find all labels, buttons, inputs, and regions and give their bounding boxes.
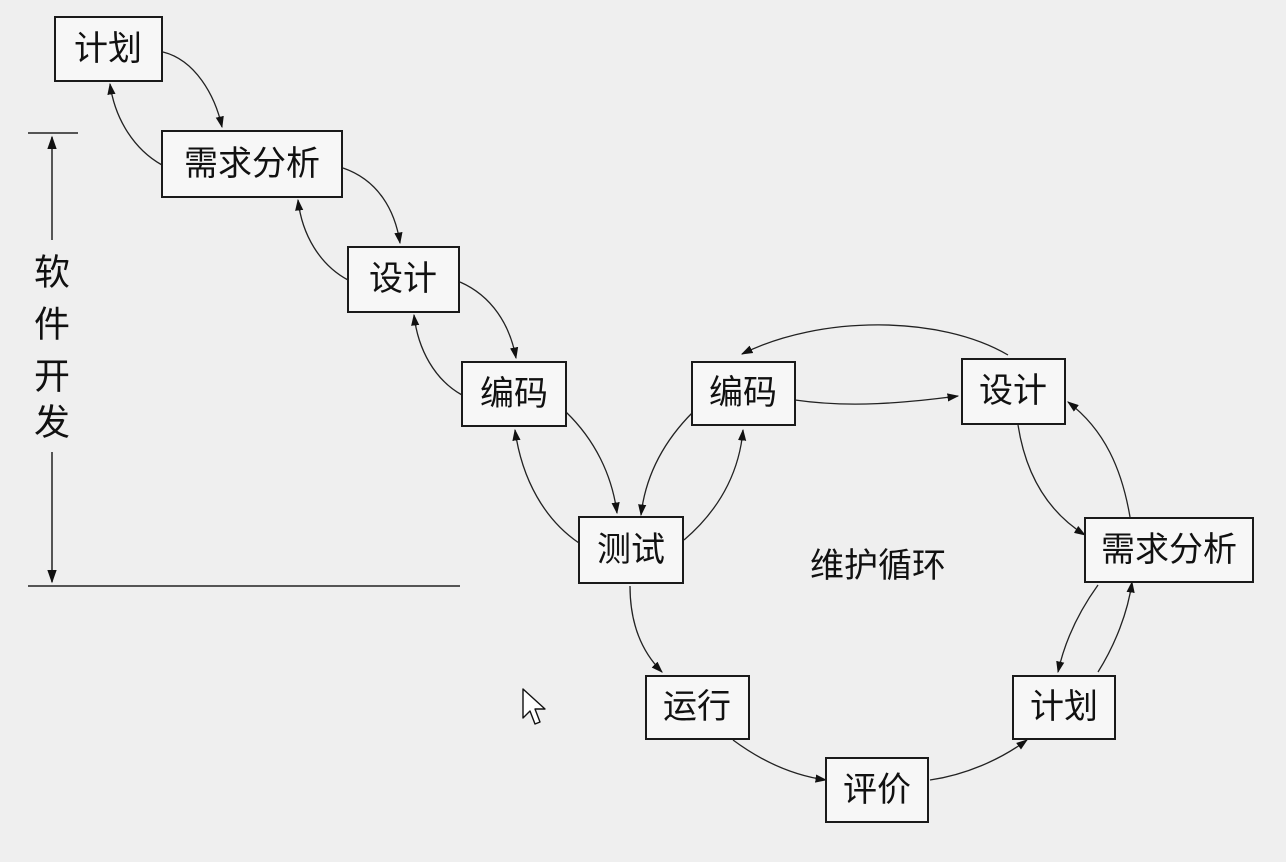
maintenance-edges: [629, 324, 1135, 783]
dev-label-char-4: 发: [34, 403, 70, 444]
maintenance-cycle-label: 维护循环: [810, 546, 946, 586]
maint-stage-design: 设计: [961, 358, 1066, 425]
dev-stage-requirements: 需求分析: [161, 130, 343, 198]
maint-stage-evaluation: 评价: [825, 757, 929, 823]
maint-coding-box: [691, 361, 796, 426]
maint-stage-plan: 计划: [1012, 675, 1116, 740]
edge-plan-to-requirements: [162, 51, 224, 129]
edge-mrequirements-to-plan: [1056, 584, 1099, 674]
edge-coding-to-design: [411, 313, 463, 396]
edge-operation-to-evaluation: [732, 739, 828, 783]
maint-design-label: 设计: [979, 371, 1047, 411]
edge-requirements-to-plan: [107, 82, 163, 166]
maint-design-box: [961, 358, 1066, 425]
dev-testing-box: [578, 516, 684, 584]
development-span-indicator: 软 件 开 发: [28, 132, 460, 587]
mouse-cursor-icon: [522, 688, 546, 725]
edge-design-to-mrequirements: [1017, 424, 1086, 536]
dev-coding-box: [461, 361, 567, 427]
maint-operation-box: [645, 675, 750, 740]
maint-evaluation-box: [825, 757, 929, 823]
maint-operation-label: 运行: [663, 687, 731, 727]
dev-label-char-1: 软: [34, 253, 70, 294]
dev-coding-label: 编码: [480, 374, 548, 414]
edge-design-to-coding: [459, 281, 519, 360]
dev-label-char-2: 件: [34, 305, 70, 346]
dev-label-char-3: 开: [34, 357, 70, 398]
maint-stage-requirements: 需求分析: [1084, 517, 1254, 583]
dev-stage-testing: 测试: [578, 516, 684, 584]
maint-plan-box: [1012, 675, 1116, 740]
dev-design-box: [347, 246, 460, 313]
dev-requirements-label: 需求分析: [184, 144, 320, 184]
edge-testing-to-operation: [629, 585, 663, 673]
dev-plan-box: [54, 16, 163, 82]
dev-requirements-box: [161, 130, 343, 198]
maint-coding-label: 编码: [709, 373, 777, 413]
edge-mcoding-to-testing: [638, 411, 694, 517]
dev-stage-design: 设计: [347, 246, 460, 313]
edge-design-to-requirements: [295, 198, 349, 281]
development-edges: [107, 51, 620, 544]
dev-stage-coding: 编码: [461, 361, 567, 427]
edge-testing-to-coding: [512, 428, 580, 544]
maint-requirements-box: [1084, 517, 1254, 583]
dev-plan-label: 计划: [74, 29, 142, 69]
maint-stage-coding: 编码: [691, 361, 796, 426]
edge-mrequirements-to-design: [1067, 401, 1131, 518]
maint-evaluation-label: 评价: [843, 770, 911, 810]
edge-plan-to-mrequirements: [1097, 580, 1135, 673]
dev-stage-plan: 计划: [54, 16, 163, 82]
dev-design-label: 设计: [369, 259, 437, 299]
edge-testing-to-mcoding: [683, 428, 747, 541]
edge-requirements-to-design: [342, 167, 403, 245]
maint-stage-operation: 运行: [645, 675, 750, 740]
maint-plan-label: 计划: [1030, 687, 1098, 727]
edge-mcoding-to-design: [794, 393, 960, 405]
maint-requirements-label: 需求分析: [1101, 530, 1237, 570]
edge-evaluation-to-plan: [929, 739, 1028, 781]
edge-coding-to-testing: [565, 411, 620, 515]
dev-testing-label: 测试: [597, 530, 665, 570]
edge-design-to-mcoding: [740, 324, 1009, 356]
